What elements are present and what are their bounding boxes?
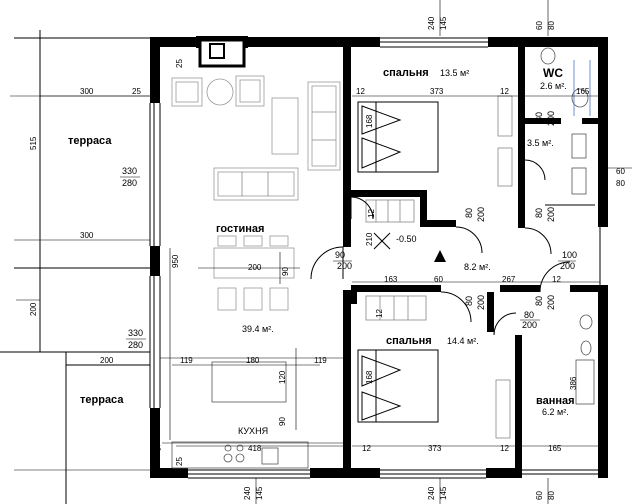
door-height: 200 — [522, 320, 537, 330]
room-label-wc: WC — [543, 66, 563, 80]
door-width: 80 — [464, 208, 474, 218]
dim-text: 119 — [180, 356, 193, 365]
dim-text: 200 — [100, 356, 114, 365]
dim-text: 418 — [248, 444, 262, 453]
area-hall: 8.2 м². — [464, 262, 491, 272]
dim-text: 373 — [430, 87, 444, 96]
dim-text: 200 — [248, 263, 262, 272]
room-label-bedroom2: спальня — [386, 335, 432, 347]
dim-text: 80 — [547, 491, 556, 500]
room-label-terrace-top: терраса — [68, 135, 112, 147]
dim-text: 373 — [428, 444, 442, 453]
area-living: 39.4 м². — [242, 324, 274, 334]
dim-text: 200 — [29, 302, 38, 316]
dim-text: 25 — [175, 457, 184, 466]
room-label-bath: ванная — [536, 395, 575, 407]
dim-text: 60 — [616, 167, 625, 176]
door-width: 80 — [464, 296, 474, 306]
door-width: 80 — [534, 296, 544, 306]
level-label: -0.50 — [396, 234, 417, 244]
dim-text: 60 — [535, 491, 544, 500]
window-width: 330 — [122, 166, 137, 176]
window-height: 280 — [128, 340, 143, 350]
door-height: 200 — [476, 295, 486, 310]
dim-text: 80 — [616, 179, 625, 188]
dim-text: 240 — [243, 486, 252, 500]
sanitary-fixtures — [540, 47, 595, 405]
dim-text: 300 — [80, 231, 94, 240]
level-marker — [373, 232, 446, 262]
area-bath: 6.2 м². — [542, 407, 569, 417]
window-height: 280 — [122, 178, 137, 188]
dim-text: 240 — [427, 486, 436, 500]
dim-text: 168 — [365, 114, 374, 128]
dim-text: 12 — [500, 444, 509, 453]
dim-text: 25 — [175, 59, 184, 68]
dim-text: 60 — [535, 21, 544, 30]
dim-text: 25 — [152, 444, 161, 453]
door-height: 200 — [546, 111, 556, 126]
door-width: 100 — [562, 250, 577, 260]
living-furniture — [162, 75, 345, 469]
dim-text: 180 — [246, 356, 260, 365]
room-label-bedroom1: спальня — [383, 67, 429, 79]
dim-text: 145 — [439, 486, 448, 500]
door-width: 90 — [335, 250, 345, 260]
door-height: 200 — [337, 261, 352, 271]
dim-text: 160 — [599, 86, 608, 100]
area-bedroom2: 14.4 м². — [447, 336, 479, 346]
dim-text: 267 — [502, 275, 516, 284]
door-height: 200 — [546, 295, 556, 310]
walls — [150, 36, 608, 478]
door-swings — [310, 159, 595, 336]
bedroom-furniture — [357, 95, 513, 439]
dim-text: 120 — [278, 370, 287, 384]
door-height: 200 — [476, 207, 486, 222]
dim-text: 145 — [255, 486, 264, 500]
dim-text: 210 — [365, 232, 374, 246]
dim-text: 12 — [356, 87, 365, 96]
door-width: 80 — [534, 112, 544, 122]
door-width: 80 — [534, 208, 544, 218]
area-bedroom1: 13.5 м² — [440, 68, 469, 78]
windows — [149, 37, 601, 479]
dim-text: 165 — [548, 444, 562, 453]
window-width: 330 — [128, 328, 143, 338]
dim-text: 12 — [367, 209, 376, 218]
terrace-outlines — [0, 30, 150, 504]
dim-text: 119 — [314, 356, 327, 365]
dim-text: 90 — [281, 267, 290, 276]
dim-text: 12 — [552, 275, 561, 284]
dim-text: 386 — [569, 376, 578, 390]
dim-text: 12 — [375, 309, 384, 318]
dim-text: 60 — [434, 275, 443, 284]
room-label-kitchen: КУХНЯ — [238, 426, 268, 436]
door-width: 80 — [524, 310, 534, 320]
dimension-lines — [10, 0, 632, 504]
dim-text: 90 — [278, 417, 287, 426]
dim-text: 950 — [171, 254, 180, 268]
area-wc: 2.6 м². — [540, 81, 567, 91]
room-label-living: гостиная — [216, 223, 264, 235]
dim-text: 300 — [80, 87, 94, 96]
dim-text: 25 — [132, 87, 141, 96]
dim-text: 12 — [362, 444, 371, 453]
dim-text: 12 — [500, 87, 509, 96]
dim-text: 163 — [384, 275, 398, 284]
room-label-terrace-bottom: терраса — [80, 394, 124, 406]
area-storage: 3.5 м². — [527, 138, 554, 148]
dim-text: 145 — [439, 16, 448, 30]
dim-text: 165 — [576, 87, 590, 96]
dim-text: 80 — [547, 21, 556, 30]
dim-text: 168 — [365, 370, 374, 384]
dim-text: 240 — [427, 16, 436, 30]
door-height: 200 — [546, 207, 556, 222]
dim-text: 515 — [29, 136, 38, 150]
door-height: 200 — [560, 261, 575, 271]
